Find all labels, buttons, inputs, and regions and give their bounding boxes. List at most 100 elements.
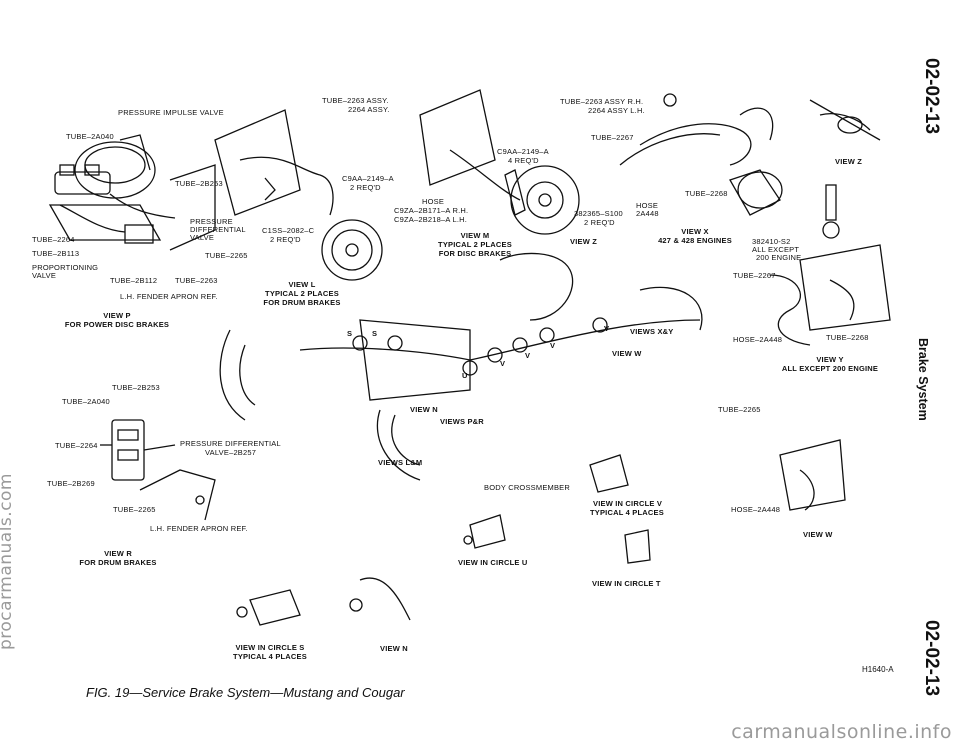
label-text: PRESSURE IMPULSE VALVE [118, 108, 224, 117]
label-reqd-bolt: 2 REQ'D [584, 218, 615, 227]
callout-v-2: V [525, 351, 531, 360]
view-circle-s-sub: TYPICAL 4 PLACES [233, 652, 307, 661]
view-r-drawing [100, 419, 216, 521]
view-circle-s: VIEW IN CIRCLE S [235, 643, 305, 652]
view-n-small: VIEW N [410, 405, 438, 414]
view-r-title: VIEW R [104, 549, 132, 558]
label-hose-m: HOSE [422, 197, 445, 206]
label-tube-2264-r: TUBE–2264 [55, 441, 98, 450]
figure-code: H1640-A [862, 665, 894, 674]
view-n-title: VIEW N [380, 644, 408, 653]
label-reqd-l: 2 REQ'D [350, 183, 381, 192]
view-y-drawing [769, 184, 891, 346]
view-z-drawing [809, 99, 881, 141]
section-title: Brake System [916, 338, 930, 421]
label-c9aa-l: C9AA–2149–A [342, 174, 394, 183]
label-hose-x: HOSE [636, 201, 659, 210]
label-tube-2264-assy: 2264 ASSY. [348, 105, 390, 114]
view-m-subtitle-2: FOR DISC BRAKES [438, 249, 512, 258]
view-m-subtitle: TYPICAL 2 PLACES [438, 240, 512, 249]
label-tube-2265-r: TUBE–2265 [113, 505, 156, 514]
callout-v-4: V [604, 324, 610, 333]
label-bolt-382365: 382365–S100 [574, 209, 623, 218]
small-views-drawing [236, 439, 846, 626]
label-tube-2b253-p: TUBE–2B253 [175, 179, 223, 188]
label-200-engine: 200 ENGINE [756, 253, 802, 262]
label-tube-2268-y: TUBE–2268 [826, 333, 869, 342]
label-tube-2265-w: TUBE–2265 [718, 405, 761, 414]
label-lh-fender-r: L.H. FENDER APRON REF. [150, 524, 248, 533]
view-w-small: VIEW W [612, 349, 642, 358]
side-watermark: procarmanuals.com [0, 473, 16, 650]
view-p-drawing [48, 134, 216, 251]
label-hose-2a448-w: HOSE–2A448 [731, 505, 781, 514]
view-l-subtitle: TYPICAL 2 PLACES [265, 289, 339, 298]
view-y-title: VIEW Y [816, 355, 844, 364]
page-number-bottom: 02-02-13 [921, 620, 942, 697]
view-x-drawing [619, 93, 783, 216]
label-reqd-c1ss: 2 REQ'D [270, 235, 301, 244]
label-tube-2263-p: TUBE–2263 [175, 276, 218, 285]
label-tube-2b113: TUBE–2B113 [32, 249, 80, 258]
views-xy: VIEWS X&Y [630, 327, 674, 336]
view-circle-v: VIEW IN CIRCLE V [593, 499, 663, 508]
bottom-watermark: carmanualsonline.info [731, 721, 952, 743]
label-tube-2263-assy: TUBE–2263 ASSY. [322, 96, 389, 105]
label-tube-2267-y: TUBE–2267 [733, 271, 776, 280]
label-all-except: ALL EXCEPT [752, 245, 800, 254]
chassis-drawing [219, 252, 703, 481]
view-m-title: VIEW M [460, 231, 490, 240]
label-tube-2a040-r: TUBE–2A040 [62, 397, 110, 406]
label-382410: 382410-S2 [752, 237, 791, 246]
view-r-subtitle: FOR DRUM BRAKES [79, 558, 157, 567]
label-lh-fender-p: L.H. FENDER APRON REF. [120, 292, 218, 301]
label-c9aa-m: C9AA–2149–A [497, 147, 549, 156]
view-p-title: VIEW P [103, 311, 131, 320]
label-hose-2a448-x: 2A448 [636, 209, 659, 218]
views-pr: VIEWS P&R [440, 417, 484, 426]
view-m-drawing [419, 89, 580, 235]
callout-s-2: S [372, 329, 378, 338]
label-tube-2268-x: TUBE–2268 [685, 189, 728, 198]
label-reqd-m: 4 REQ'D [508, 156, 539, 165]
label-tube-2264-p: TUBE–2264 [32, 235, 75, 244]
view-x-title: VIEW X [681, 227, 709, 236]
label-tube-2b112: TUBE–2B112 [110, 276, 158, 285]
label-valve-2b257: VALVE–2B257 [205, 448, 257, 457]
label-tube-2263-rh: TUBE–2263 ASSY R.H. [560, 97, 644, 106]
label-tube-2264-lh: 2264 ASSY L.H. [588, 106, 645, 115]
label-hose-2a448-y: HOSE–2A448 [733, 335, 783, 344]
label-tube-2267-x: TUBE–2267 [591, 133, 634, 142]
view-z-small: VIEW Z [570, 237, 598, 246]
label-c9za-lh: C9ZA–2B218–A L.H. [394, 215, 468, 224]
label-tube-2b253-r: TUBE–2B253 [112, 383, 160, 392]
callout-u: U [462, 371, 468, 380]
callout-v-3: V [550, 341, 556, 350]
label-tube-2b269: TUBE–2B269 [47, 479, 95, 488]
view-circle-u: VIEW IN CIRCLE U [458, 558, 528, 567]
view-l-drawing [214, 109, 383, 281]
callout-v-1: V [500, 359, 506, 368]
view-x-subtitle: 427 & 428 ENGINES [658, 236, 732, 245]
label-pressure-diff-p: PRESSURE DIFFERENTIAL VALVE [190, 217, 246, 242]
label-c9za-rh: C9ZA–2B171–A R.H. [394, 206, 469, 215]
callout-s-1: S [347, 329, 353, 338]
label-body-crossmember: BODY CROSSMEMBER [484, 483, 570, 492]
label-tube-2265-p: TUBE–2265 [205, 251, 248, 260]
view-p-subtitle: FOR POWER DISC BRAKES [64, 320, 170, 329]
view-l-subtitle-2: FOR DRUM BRAKES [263, 298, 341, 307]
page-number-top: 02-02-13 [921, 58, 942, 135]
label-tube-2a040-p: TUBE–2A040 [66, 132, 114, 141]
figure-caption: FIG. 19—Service Brake System—Mustang and… [86, 685, 405, 700]
view-z-title: VIEW Z [835, 157, 863, 166]
label-proportioning-valve: PROPORTIONING VALVE [32, 263, 99, 280]
view-circle-v-sub: TYPICAL 4 PLACES [590, 508, 664, 517]
view-w-title: VIEW W [803, 530, 833, 539]
label-c1ss: C1SS–2082–C [262, 226, 315, 235]
label-pressure-impulse: PRESSURE IMPULSE VALVE [118, 109, 224, 117]
view-l-title: VIEW L [288, 280, 316, 289]
label-pressure-diff-r: PRESSURE DIFFERENTIAL [180, 439, 281, 448]
view-y-subtitle: ALL EXCEPT 200 ENGINE [781, 364, 879, 373]
view-circle-t: VIEW IN CIRCLE T [592, 579, 661, 588]
